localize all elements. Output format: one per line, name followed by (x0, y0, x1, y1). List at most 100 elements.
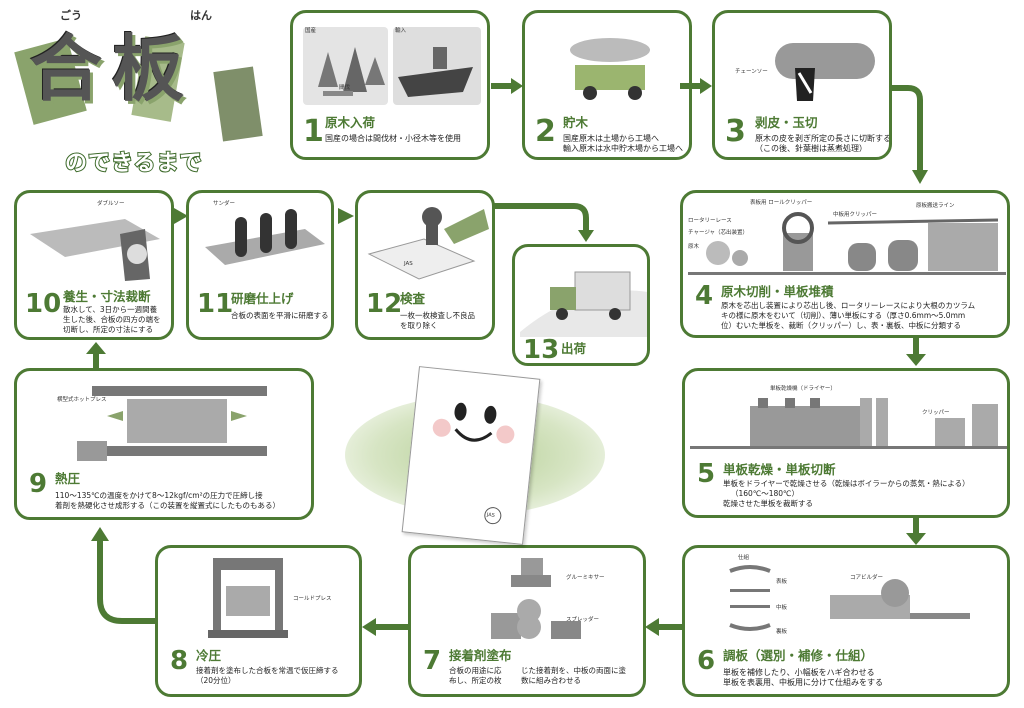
step-2-truck-image (555, 25, 665, 105)
title-ruby-left: ごう (60, 9, 82, 22)
step-3-description: 原木の皮を剥ぎ所定の長さに切断する（この後、針葉樹は蒸煮処理） (755, 134, 891, 154)
step-8-card: コールドプレス 8 冷圧 接着剤を塗布した合板を常温で仮圧締する（20分位） (155, 545, 362, 697)
step-4-title: 原木切削・単板堆積 (721, 284, 834, 299)
core-builder-icon (729, 565, 970, 631)
arrow-12-to-13 (494, 203, 594, 242)
step-5-number: 5 (697, 459, 716, 489)
step-12-title: 検査 (400, 291, 426, 306)
arrow-7-to-8 (362, 618, 408, 636)
step-3-card: チェーンソー 3 剥皮・玉切 原木の皮を剥ぎ所定の長さに切断する（この後、針葉樹… (712, 10, 892, 160)
arrow-10-to-11 (174, 208, 188, 224)
step-1-title: 原木入荷 (325, 115, 376, 130)
step-1-card: 国産 間伐 輸入 1 原木入荷 国産の場合は間伐材・小径木等を使用 (290, 10, 490, 160)
step-6-core-builder-diagram: 仕組 表板 中板 裏板 コアビルダー (690, 553, 1007, 641)
step-3-title: 剥皮・玉切 (755, 115, 818, 130)
title-ruby-right: はん (190, 9, 212, 22)
smiley-face-icon (432, 402, 515, 525)
step-5-card: 単板乾燥機（ドライヤー） クリッパー 5 単板乾燥・単板切断 単板をドライヤーで… (682, 368, 1010, 518)
step-8-description: 接着剤を塗布した合板を常温で仮圧締する（20分位） (196, 666, 339, 685)
step-11-card: サンダー 11 研磨仕上げ 合板の表面を平滑に研磨する (186, 190, 334, 340)
step-10-card: ダブルソー 10 養生・寸法裁断 散水して、3日から一週間養生した後、合板の四方… (14, 190, 174, 340)
step-5-title: 単板乾燥・単板切断 (723, 462, 836, 477)
step-6-title: 調板（選別・補修・仕組） (723, 648, 874, 663)
step-12-label-jas: JAS (404, 261, 413, 267)
step-9-title: 熱圧 (55, 471, 81, 486)
step-1-description: 国産の場合は間伐材・小径木等を使用 (325, 134, 461, 143)
arrow-8-to-9 (91, 527, 158, 624)
chainsaw-icon (775, 43, 875, 101)
step-9-number: 9 (29, 469, 48, 499)
step-5-dryer-diagram: 単板乾燥機（ドライヤー） クリッパー (690, 376, 1007, 456)
step-8-label-cold-press: コールドプレス (293, 596, 332, 602)
step-6-label-assemble: 仕組 (738, 555, 750, 561)
step-4-card: ロータリーレース チャージャ（芯出装置） 原木 表板用 ロールクリッパー 中板用… (680, 190, 1010, 338)
step-4-number: 4 (695, 281, 714, 311)
step-6-label-face: 表板 (776, 579, 788, 585)
step-1-forest-image: 国産 間伐 (303, 27, 388, 105)
step-12-card: JAS 12 検査 一枚一枚検査し不良品を取り除く (355, 190, 495, 340)
step-9-card: 横型式ホットプレス 9 熱圧 110～135℃の温度をかけて8～12kgf/cm… (14, 368, 314, 520)
step-10-number: 10 (25, 289, 62, 319)
step-12-description: 一枚一枚検査し不良品を取り除く (400, 311, 475, 330)
step-1-number: 1 (303, 114, 324, 149)
step-1-ship-image: 輸入 (393, 27, 481, 105)
step-12-number: 12 (366, 289, 403, 319)
step-3-label-chainsaw: チェーンソー (735, 69, 768, 75)
step-6-description: 単板を補修したり、小幅板をハギ合わせる単板を表裏用、中板用に分けて仕組みをする (723, 668, 883, 688)
step-10-double-saw-diagram: ダブルソー (25, 199, 170, 284)
step-11-label-sander: サンダー (213, 201, 236, 207)
log-truck-icon (570, 38, 650, 100)
step-6-card: 仕組 表板 中板 裏板 コアビルダー 6 調板（選別・補修・仕組） 単板を補修し… (682, 545, 1010, 697)
step-4-machine-diagram: ロータリーレース チャージャ（芯出装置） 原木 表板用 ロールクリッパー 中板用… (688, 198, 1006, 278)
cold-press-icon (208, 558, 288, 638)
step-13-number: 13 (523, 335, 560, 365)
dryer-icon (690, 398, 1007, 449)
step-2-card: 2 貯木 国産原木は土場から工場へ輸入原木は水中貯木場から工場へ (522, 10, 692, 160)
arrow-5-to-6 (906, 517, 926, 545)
title-logo: ごう はん 合板 のできるまで (10, 5, 280, 185)
step-3-number: 3 (725, 114, 746, 149)
step-4-label-roll-clipper: 表板用 ロールクリッパー (750, 200, 813, 206)
step-7-card: グルーミキサー スプレッダー 7 接着剤塗布 合板の用途に応布し、所定の枚 じた… (408, 545, 646, 697)
step-2-title: 貯木 (563, 115, 589, 130)
step-3-saw-image: チェーンソー (735, 23, 885, 108)
step-10-title: 養生・寸法裁断 (63, 289, 151, 304)
arrow-11-to-12 (338, 208, 354, 224)
step-10-label-double-saw: ダブルソー (97, 201, 125, 207)
step-7-number: 7 (423, 646, 442, 676)
step-6-label-back: 裏板 (776, 629, 788, 635)
step-4-label-core-clipper: 中板用クリッパー (833, 212, 878, 218)
ship-icon (398, 47, 473, 97)
step-9-description: 110～135℃の温度をかけて8～12kgf/cm²の圧力で圧締し接着剤を熱硬化… (55, 491, 280, 510)
page-title: 合板 (30, 27, 195, 111)
mascot-jas-stamp: JAS (486, 512, 496, 519)
step-12-inspection-diagram: JAS (364, 199, 492, 284)
step-11-description: 合板の表面を平滑に研磨する (231, 311, 329, 320)
step-8-title: 冷圧 (196, 648, 222, 663)
step-11-title: 研磨仕上げ (231, 291, 294, 306)
step-1-label-import: 輸入 (395, 28, 407, 34)
mascot-plywood-card: JAS (401, 366, 541, 545)
step-13-card: 13 出荷 (512, 244, 650, 366)
step-7-title: 接着剤塗布 (449, 648, 512, 663)
step-9-hot-press-diagram: 横型式ホットプレス (37, 381, 307, 471)
step-7-spreader-diagram: グルーミキサー スプレッダー (471, 553, 641, 643)
step-9-label-hot-press: 横型式ホットプレス (57, 397, 107, 403)
arrow-3-to-4 (890, 85, 928, 184)
page-subtitle: のできるまで (64, 150, 203, 177)
step-11-number: 11 (197, 289, 234, 319)
hot-press-icon (77, 386, 267, 461)
step-13-title: 出荷 (561, 341, 587, 356)
step-10-description: 散水して、3日から一週間養生した後、合板の四方の端を切断し、所定の寸法にする (63, 305, 161, 334)
step-6-label-core-builder: コアビルダー (850, 575, 884, 581)
step-11-sander-diagram: サンダー (195, 199, 331, 284)
delivery-truck-icon (520, 271, 647, 337)
tree-icon (318, 47, 385, 96)
arrow-6-to-7 (645, 618, 683, 636)
step-4-label-lathe: ロータリーレース (688, 218, 732, 224)
glue-spreader-icon (491, 558, 581, 639)
step-13-truck-diagram (520, 252, 647, 337)
step-7-description-left: 合板の用途に応布し、所定の枚 (449, 666, 502, 685)
arrow-9-to-10 (86, 342, 106, 370)
step-7-label-glue-mixer: グルーミキサー (566, 575, 605, 581)
